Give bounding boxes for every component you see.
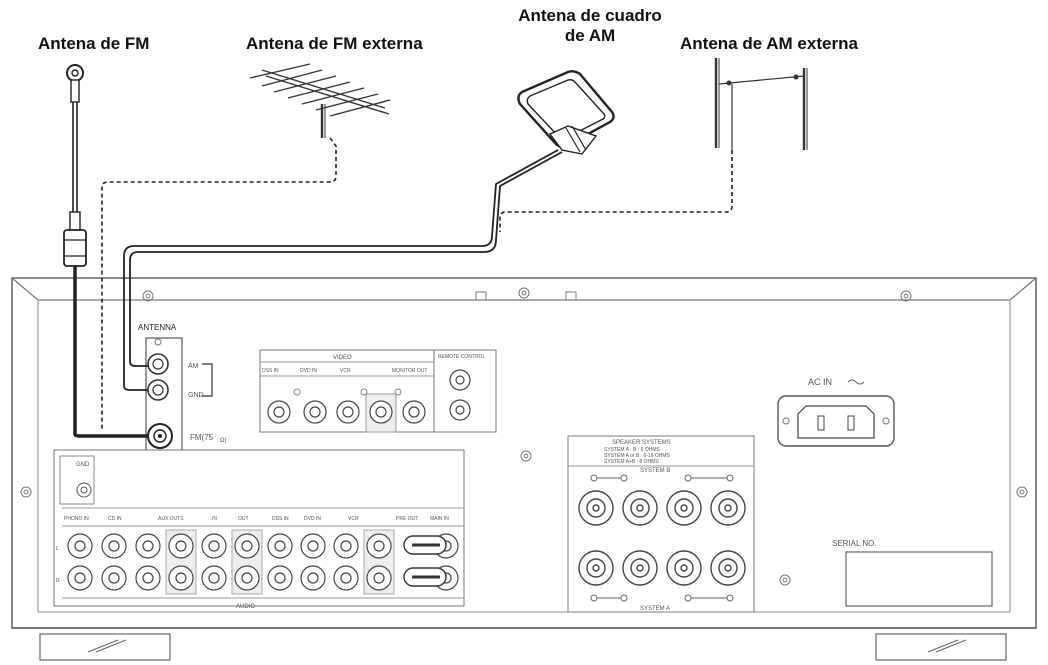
video-jacks-section: VIDEO DSS IN DVD IN VCR MONITOR OUT REMO… [259, 349, 497, 433]
label-audio-jack-1: PHONO IN [64, 516, 89, 522]
am-loop-cable-2 [129, 151, 563, 367]
label-system-b: SYSTEM B [640, 468, 670, 474]
title-am-loop-line2: de AM [564, 26, 616, 45]
speaker-binding-posts [578, 490, 746, 586]
title-am-loop-line1: Antena de cuadro [518, 6, 662, 25]
fm-external-cable [101, 137, 337, 430]
label-speaker-spec-3: SYSTEM A+B : 8 OHMS [604, 459, 659, 465]
label-fm: FM(75 [190, 433, 214, 442]
label-fm-unit: Ω) [220, 438, 226, 444]
speaker-terminals-section: SPEAKER SYSTEMS SYSTEM A · B : 6 OHMS SY… [567, 435, 755, 613]
svg-text:L: L [56, 546, 59, 552]
label-audio-jack-10: MAIN IN [430, 516, 449, 522]
label-gnd: GND [188, 392, 204, 399]
am-external-antenna [714, 58, 808, 150]
am-loop-cable-1 [123, 149, 559, 391]
label-am: AM [188, 363, 199, 370]
am-loop-antenna [517, 70, 615, 155]
serial-number-plate: SERIAL NO. [832, 539, 993, 607]
title-am-loop: Antena de cuadro de AM [500, 6, 680, 46]
title-fm-external: Antena de FM externa [246, 34, 423, 53]
svg-text:R: R [56, 578, 60, 584]
title-fm-antenna: Antena de FM [38, 34, 150, 53]
audio-jacks-section: GND PHONO IN CD IN AUX OUTS IN OUT DSS I… [53, 449, 465, 610]
label-remote-control: REMOTE CONTROL [438, 354, 485, 360]
label-audio-jack-6: DSS IN [272, 516, 289, 522]
label-audio-jack-2: CD IN [108, 516, 122, 522]
label-video-jack-4: MONITOR OUT [392, 368, 427, 374]
am-external-cable [499, 150, 733, 232]
label-speaker-spec-1: SYSTEM A · B : 6 OHMS [604, 447, 661, 453]
receiver-feet [39, 633, 1007, 661]
label-antenna: ANTENNA [138, 323, 177, 332]
label-audio-jack-5: OUT [238, 516, 249, 522]
label-video-jack-3: VCR [340, 368, 351, 374]
title-am-external: Antena de AM externa [680, 34, 858, 53]
fm-external-antenna [249, 63, 391, 138]
label-video-jack-2: DVD IN [300, 368, 317, 374]
label-speaker-systems: SPEAKER SYSTEMS [612, 440, 671, 446]
antenna-terminals: ANTENNA AM GND FM(75 Ω) [138, 323, 226, 467]
label-gnd-small: GND [76, 462, 90, 468]
ac-inlet: AC IN [777, 377, 895, 447]
label-speaker-spec-2: SYSTEM A or B : 6-16 OHMS [604, 453, 671, 459]
label-audio-jack-9: PRE OUT [396, 516, 418, 522]
label-system-a: SYSTEM A [640, 606, 670, 612]
label-audio: AUDIO [236, 604, 255, 610]
label-ac-in: AC IN [808, 377, 832, 387]
label-audio-jack-4: IN [212, 516, 217, 522]
label-serial-no: SERIAL NO. [832, 539, 877, 548]
label-video-jack-1: DSS IN [262, 368, 279, 374]
label-audio-jack-8: VCR [348, 516, 359, 522]
fm-wire-antenna [63, 64, 148, 438]
label-audio-jack-3: AUX OUTS [158, 516, 184, 522]
label-video: VIDEO [333, 355, 352, 361]
label-audio-jack-7: DVD IN [304, 516, 321, 522]
